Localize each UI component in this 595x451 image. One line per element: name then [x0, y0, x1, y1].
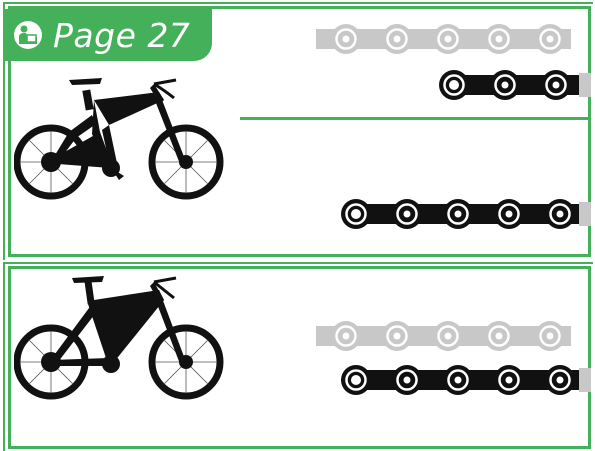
top-panel	[8, 6, 591, 257]
full-suspension-bike-image	[14, 78, 224, 200]
chain-gray	[316, 321, 571, 351]
chain-black	[341, 365, 591, 395]
top-frame	[3, 2, 593, 260]
chain-black-long	[341, 199, 591, 229]
page-number-label: Page 27	[53, 15, 191, 55]
chain-gray-top	[316, 24, 571, 54]
hardtail-bike-image	[14, 276, 224, 400]
manual-reader-icon	[14, 21, 42, 49]
page-badge: Page 27	[5, 9, 212, 61]
bottom-frame	[3, 262, 593, 451]
bottom-panel	[8, 266, 591, 449]
panel-divider	[240, 117, 591, 120]
chain-black-short	[439, 70, 591, 100]
